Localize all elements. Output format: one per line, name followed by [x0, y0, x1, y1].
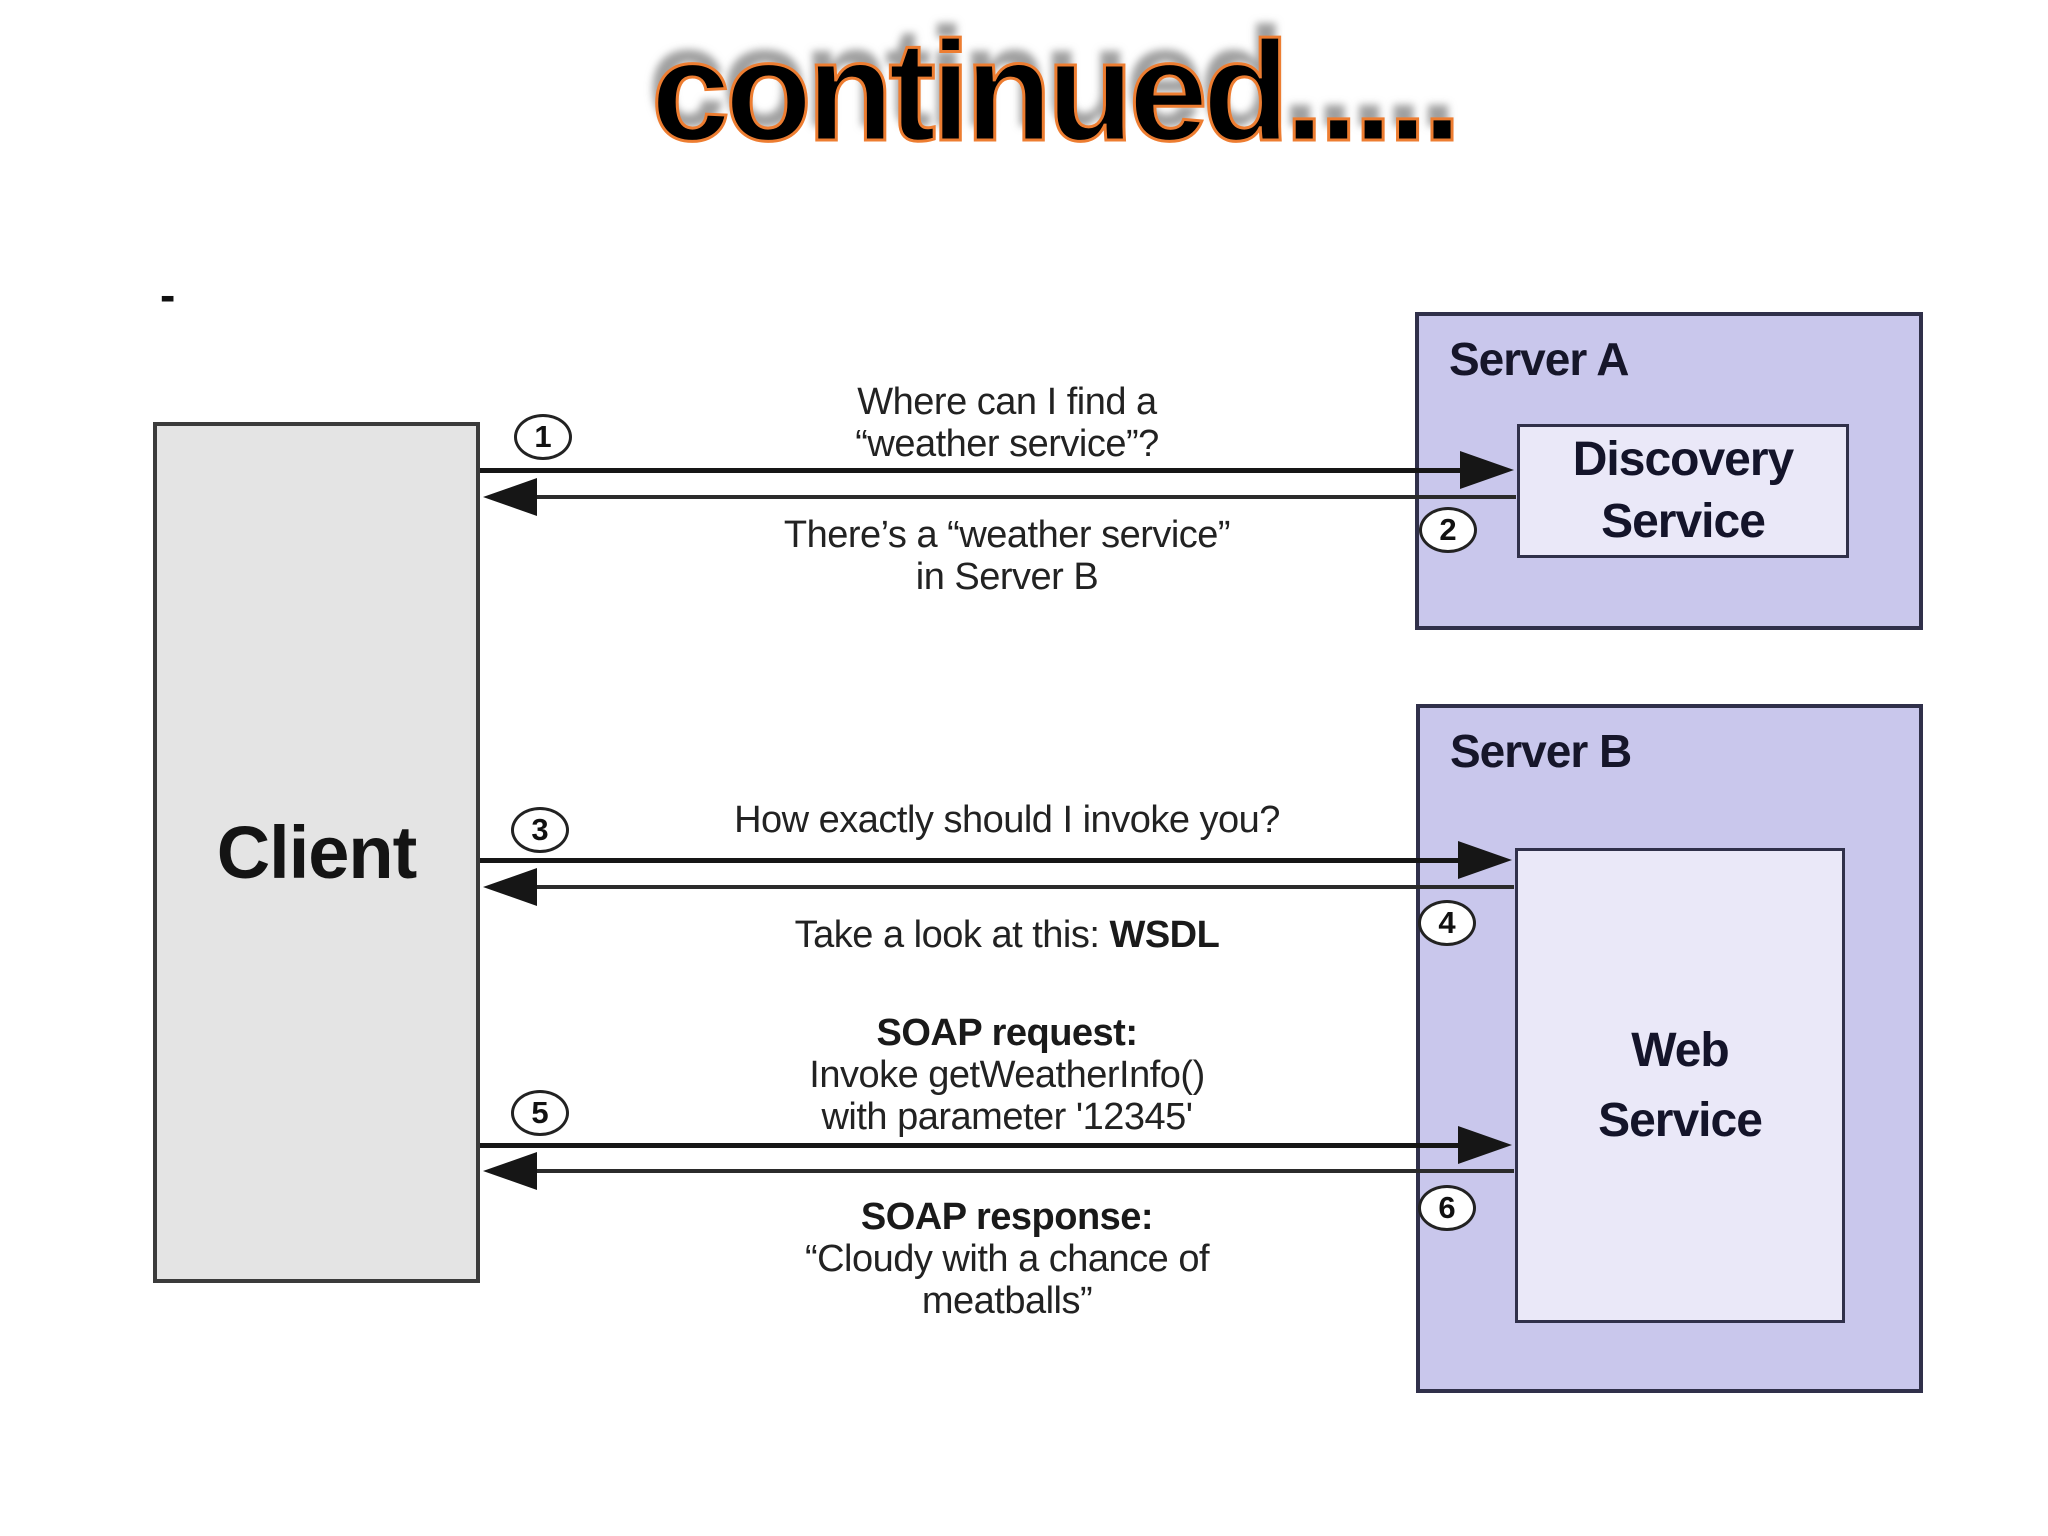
step-2-badge: 2: [1419, 507, 1477, 553]
message-step-3: How exactly should I invoke you?: [612, 799, 1402, 841]
discovery-service-label-line2: Service: [1601, 495, 1766, 548]
response-arrow-4-head-icon: [483, 868, 537, 906]
slide-title: continued.....: [650, 11, 1464, 173]
web-service-label-line1: Web: [1631, 1023, 1729, 1077]
web-service-box: Web Service: [1515, 848, 1845, 1323]
server-b-box: Server B Web Service: [1416, 704, 1923, 1393]
step-5-badge: 5: [511, 1090, 569, 1136]
request-arrow-5-head-icon: [1458, 1126, 1512, 1164]
client-label: Client: [216, 811, 418, 894]
message-step-5-line1: SOAP request:: [876, 1012, 1138, 1054]
request-arrow-1-line: [480, 468, 1460, 473]
response-arrow-6-head-icon: [483, 1152, 537, 1190]
message-step-6-line3: meatballs”: [921, 1280, 1093, 1322]
response-arrow-6-line: [537, 1169, 1514, 1173]
message-step-4-wsdl: WSDL: [1109, 914, 1220, 956]
request-arrow-3-line: [480, 858, 1458, 863]
message-step-6: SOAP response: “Cloudy with a chance of …: [612, 1196, 1402, 1322]
message-step-5-line2: Invoke getWeatherInfo(): [809, 1054, 1205, 1096]
step-6-badge: 6: [1418, 1185, 1476, 1231]
response-arrow-2-head-icon: [483, 478, 537, 516]
request-arrow-5-line: [480, 1143, 1458, 1148]
client-box: Client: [153, 422, 480, 1283]
message-step-6-line1: SOAP response:: [860, 1196, 1154, 1238]
request-arrow-3-head-icon: [1458, 841, 1512, 879]
step-1-badge: 1: [514, 414, 572, 460]
response-arrow-2-line: [537, 495, 1516, 499]
stray-dash-mark: -: [160, 269, 176, 321]
step-4-badge: 4: [1418, 900, 1476, 946]
message-step-2: There’s a “weather service” in Server B: [612, 514, 1402, 598]
message-step-6-line2: “Cloudy with a chance of: [804, 1238, 1210, 1280]
response-arrow-4-line: [537, 885, 1514, 889]
step-3-badge: 3: [511, 807, 569, 853]
message-step-1-line2: “weather service”?: [855, 423, 1159, 465]
message-step-2-line1: There’s a “weather service”: [783, 514, 1231, 556]
server-a-label: Server A: [1449, 333, 1630, 385]
message-step-5: SOAP request: Invoke getWeatherInfo() wi…: [612, 1012, 1402, 1138]
request-arrow-1-head-icon: [1460, 451, 1514, 489]
message-step-3-line1: How exactly should I invoke you?: [734, 799, 1280, 841]
server-b-label: Server B: [1450, 725, 1632, 777]
message-step-4: Take a look at this: WSDL: [612, 914, 1402, 956]
message-step-4-prefix: Take a look at this:: [794, 914, 1110, 956]
discovery-service-box: Discovery Service: [1517, 424, 1849, 558]
discovery-service-label-line1: Discovery: [1572, 433, 1794, 486]
message-step-5-line3: with parameter '12345': [821, 1096, 1193, 1138]
message-step-1: Where can I find a “weather service”?: [612, 381, 1402, 465]
message-step-2-line2: in Server B: [915, 556, 1099, 598]
web-service-label-line2: Service: [1598, 1093, 1763, 1147]
server-a-box: Server A Discovery Service: [1415, 312, 1923, 630]
message-step-1-line1: Where can I find a: [857, 381, 1157, 423]
